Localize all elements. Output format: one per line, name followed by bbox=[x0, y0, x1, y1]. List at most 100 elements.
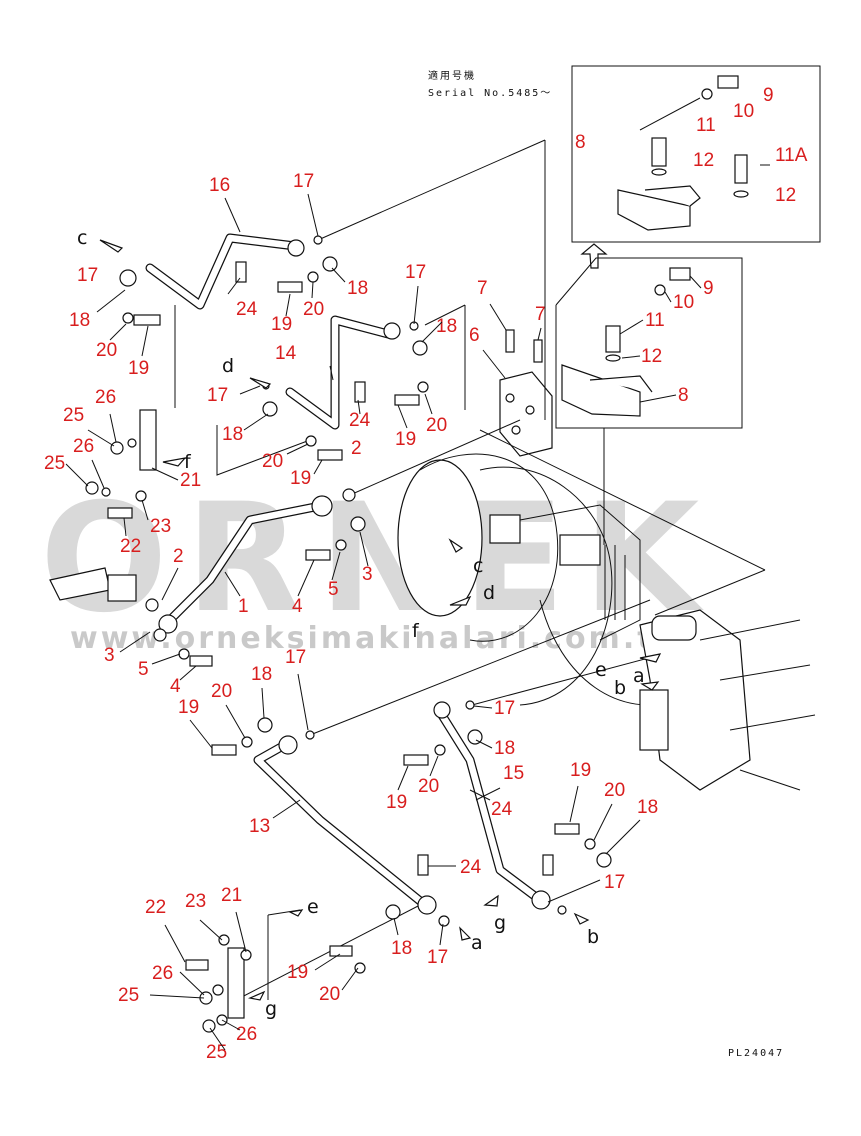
bolt-9 bbox=[669, 267, 691, 281]
valve-plate bbox=[559, 534, 601, 566]
callout: 12 bbox=[693, 150, 714, 171]
reference-arrows bbox=[99, 239, 662, 1001]
inset-bolt-11 bbox=[651, 137, 667, 167]
fitting-7b bbox=[533, 339, 543, 363]
callout: 20 bbox=[604, 780, 625, 801]
inset-washer-10 bbox=[701, 88, 713, 100]
callout: 26 bbox=[152, 963, 173, 984]
serial-inset-box bbox=[571, 65, 821, 243]
callout: 10 bbox=[673, 292, 694, 313]
arrow-c-icon bbox=[99, 239, 124, 253]
arrow-f-icon bbox=[162, 457, 187, 467]
callout: 1 bbox=[238, 596, 249, 617]
callout: 20 bbox=[426, 415, 447, 436]
callout: 9 bbox=[763, 85, 774, 106]
inset-bracket bbox=[617, 189, 691, 231]
callout: 11 bbox=[696, 115, 716, 136]
callout: 24 bbox=[460, 857, 482, 878]
callout: 17 bbox=[293, 171, 314, 192]
callout: 20 bbox=[319, 984, 340, 1005]
callout: 17 bbox=[207, 385, 228, 406]
callout: 20 bbox=[418, 776, 439, 797]
bracket-8 bbox=[561, 364, 641, 417]
inset-frame bbox=[571, 65, 821, 243]
clip-21a bbox=[139, 409, 157, 471]
callout: 25 bbox=[44, 453, 65, 474]
ref-d2: d bbox=[483, 582, 495, 604]
callout: 6 bbox=[469, 325, 480, 346]
transmission-assembly bbox=[397, 453, 816, 791]
valve-block-6 bbox=[499, 371, 553, 457]
callout: 21 bbox=[221, 885, 242, 906]
callout: 20 bbox=[303, 299, 324, 320]
callout: 24 bbox=[236, 299, 258, 320]
clip-21b bbox=[227, 947, 245, 1019]
callout: 17 bbox=[427, 947, 448, 968]
callout: 18 bbox=[494, 738, 515, 759]
callout: 19 bbox=[271, 314, 292, 335]
callout: 13 bbox=[249, 816, 270, 837]
callout: 11A bbox=[775, 145, 808, 166]
callout: 22 bbox=[145, 897, 166, 918]
callout-numbers: 9 10 8 11 12 11A 12 16 17 17 18 24 18 20… bbox=[44, 85, 808, 1063]
callout: 15 bbox=[503, 763, 524, 784]
callout: 18 bbox=[347, 278, 368, 299]
callout: 3 bbox=[104, 645, 115, 666]
callout: 20 bbox=[262, 451, 283, 472]
callout: 5 bbox=[138, 659, 149, 680]
callout: 17 bbox=[285, 647, 306, 668]
callout: 7 bbox=[535, 304, 546, 325]
callout: 23 bbox=[150, 516, 171, 537]
callout: 24 bbox=[349, 410, 371, 431]
callout: 19 bbox=[395, 429, 416, 450]
callout: 17 bbox=[494, 698, 515, 719]
callout: 19 bbox=[386, 792, 407, 813]
callout: 26 bbox=[73, 436, 94, 457]
arrow-e-icon bbox=[639, 653, 662, 663]
callout: 19 bbox=[287, 962, 308, 983]
callout: 18 bbox=[436, 316, 457, 337]
callout: 4 bbox=[292, 596, 303, 617]
callout: 5 bbox=[328, 579, 339, 600]
ref-f: f bbox=[184, 451, 192, 473]
callout: 18 bbox=[637, 797, 658, 818]
ref-f2: f bbox=[412, 620, 420, 642]
drawing-code: PL24047 bbox=[728, 1048, 784, 1059]
ref-c2: c bbox=[473, 555, 483, 577]
callout: 2 bbox=[173, 546, 184, 567]
serial-caption: Serial No.5485～ bbox=[428, 88, 552, 99]
callout: 12 bbox=[775, 185, 796, 206]
ref-a2: a bbox=[471, 932, 483, 954]
callout: 18 bbox=[69, 310, 90, 331]
callout: 21 bbox=[180, 470, 201, 491]
callout: 3 bbox=[362, 564, 373, 585]
callout: 12 bbox=[641, 346, 662, 367]
pipes bbox=[49, 233, 545, 910]
callout: 23 bbox=[185, 891, 206, 912]
callout: 19 bbox=[570, 760, 591, 781]
callout: 17 bbox=[604, 872, 625, 893]
arrow-c2-icon bbox=[448, 538, 464, 553]
callout: 22 bbox=[120, 536, 141, 557]
leader-lines bbox=[174, 139, 766, 1001]
arrow-e2-icon bbox=[288, 909, 304, 917]
washer-10 bbox=[654, 284, 666, 296]
callout: 20 bbox=[211, 681, 232, 702]
callout: 25 bbox=[206, 1042, 227, 1063]
ref-g: g bbox=[494, 912, 506, 934]
arrow-g2-icon bbox=[247, 990, 266, 1001]
up-arrow-icon bbox=[580, 243, 608, 269]
callout: 2 bbox=[351, 438, 362, 459]
callout: 17 bbox=[405, 262, 426, 283]
arrow-f2-icon bbox=[449, 595, 472, 606]
callout: 24 bbox=[491, 799, 513, 820]
ref-g2: g bbox=[265, 998, 277, 1020]
callout: 25 bbox=[118, 985, 139, 1006]
callout: 7 bbox=[477, 278, 488, 299]
callout: 19 bbox=[290, 468, 311, 489]
inset-bolt-11A bbox=[734, 154, 748, 184]
ref-c: c bbox=[77, 227, 87, 249]
ref-d: d bbox=[222, 355, 234, 377]
callout: 26 bbox=[236, 1024, 257, 1045]
callout: 25 bbox=[63, 405, 84, 426]
